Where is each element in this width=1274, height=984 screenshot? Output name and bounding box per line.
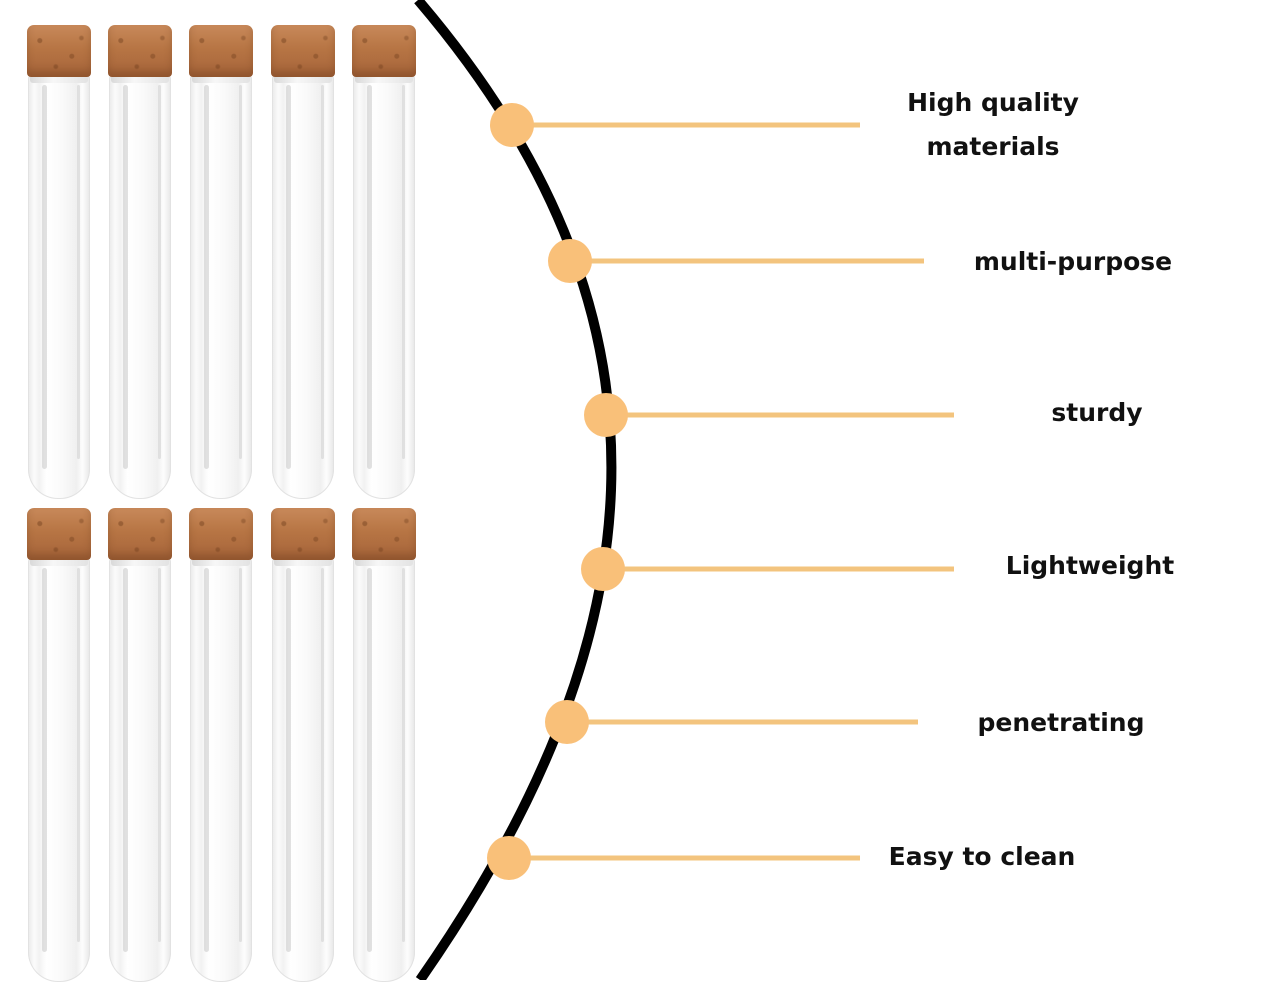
feature-label: penetrating <box>977 708 1145 737</box>
test-tube <box>107 25 173 501</box>
feature-dot <box>548 239 592 283</box>
feature-dot <box>490 103 534 147</box>
test-tube-grid <box>0 0 440 982</box>
test-tube <box>270 508 336 984</box>
test-tube <box>188 508 254 984</box>
cork-stopper <box>271 25 335 77</box>
cork-stopper <box>271 508 335 560</box>
cork-stopper <box>189 508 253 560</box>
feature-label: High quality materials <box>907 88 1079 161</box>
cork-stopper <box>27 25 91 77</box>
cork-stopper <box>108 25 172 77</box>
cork-stopper <box>352 508 416 560</box>
cork-stopper <box>108 508 172 560</box>
cork-stopper <box>189 25 253 77</box>
glass-tube-body <box>353 75 415 499</box>
feature-dot <box>545 700 589 744</box>
feature-label: Lightweight <box>1005 551 1175 580</box>
test-tube <box>107 508 173 984</box>
glass-tube-body <box>109 558 171 982</box>
glass-tube-body <box>190 75 252 499</box>
glass-tube-body <box>272 558 334 982</box>
test-tube <box>270 25 336 501</box>
feature-dot <box>584 393 628 437</box>
glass-tube-body <box>353 558 415 982</box>
feature-label: Easy to clean <box>888 842 1076 871</box>
feature-dot <box>487 836 531 880</box>
test-tube <box>26 508 92 984</box>
cork-stopper <box>27 508 91 560</box>
glass-tube-body <box>109 75 171 499</box>
glass-tube-body <box>190 558 252 982</box>
test-tube <box>351 508 417 984</box>
feature-dot <box>581 547 625 591</box>
test-tube <box>188 25 254 501</box>
feature-label: sturdy <box>1051 398 1143 427</box>
test-tube <box>351 25 417 501</box>
test-tube <box>26 25 92 501</box>
semicircle-arc <box>414 0 617 980</box>
cork-stopper <box>352 25 416 77</box>
glass-tube-body <box>272 75 334 499</box>
feature-label: multi-purpose <box>973 247 1173 276</box>
glass-tube-body <box>28 558 90 982</box>
glass-tube-body <box>28 75 90 499</box>
